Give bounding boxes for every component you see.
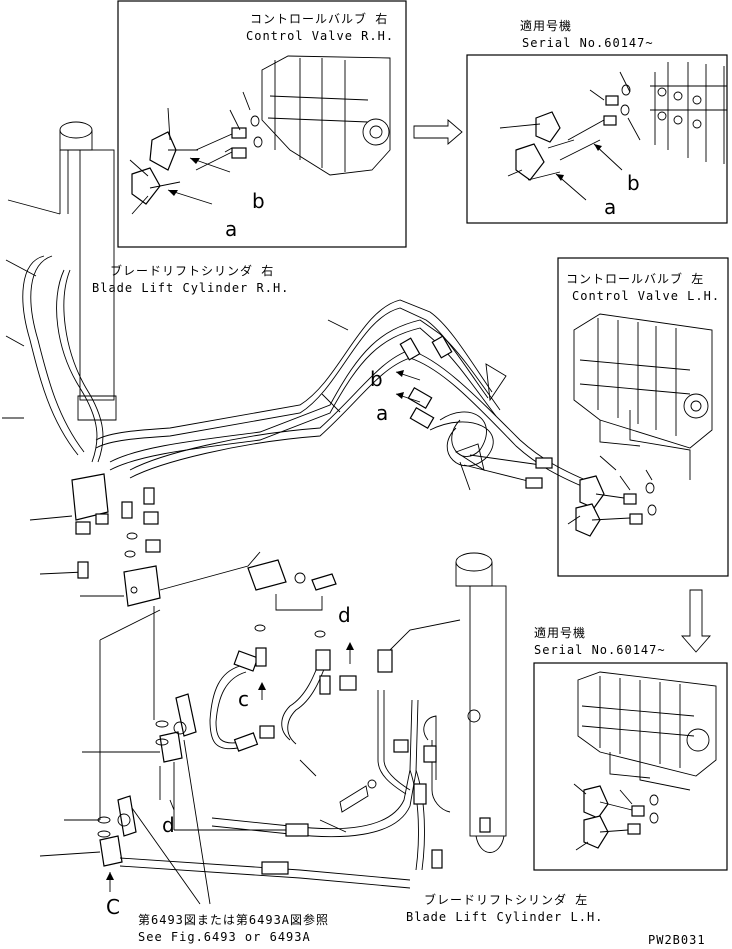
callout-a: a [604,195,616,219]
leader-lines [129,91,251,215]
bolt [339,785,369,813]
callout-arrows [159,766,175,811]
callout-b: b [627,171,640,195]
detail-title-jp: コントロールバルブ 右 [250,11,388,26]
detail-frame [117,0,407,248]
tube-bottom-long [119,857,411,889]
valve-tubes-lh [599,410,691,480]
leader-lines-left [2,199,124,597]
callout-arrows [555,143,623,201]
upper-fittings [121,487,161,558]
cylinder-rh-label-en: Blade Lift Cylinder R.H. [92,281,289,295]
tube-upper-right [389,619,461,651]
tube-upper-pair-2 [109,319,501,471]
detail-frame [533,662,728,871]
leader-lines [499,71,641,177]
arrow-to-serial-variant-rh [413,119,463,145]
blade-lift-cylinder-lh [455,552,507,853]
detail-control-valve-lh: コントロールバルブ 左 Control Valve L.H. [557,257,729,577]
detail-title-jp: コントロールバルブ 左 [566,271,704,286]
leader-lines-center [321,319,471,491]
leader-lines [567,455,653,525]
control-valve-rh-variant-body [650,62,727,164]
detail-frame [557,257,729,577]
valve-fittings-rh [131,115,263,205]
tube-clamps [454,363,507,471]
tube-descending [409,769,425,871]
valve-fittings-lh [575,475,657,537]
valve-tubes-lh-variant [609,752,691,791]
leader-lines [299,759,347,833]
callout-d: d [338,603,351,627]
detail-frame [466,54,728,224]
reference-leader [131,739,211,905]
callout-b: b [370,367,383,391]
cylinder-lh-label-en: Blade Lift Cylinder L.H. [406,910,603,924]
main-piping-assembly: b a ブレードリフトシリンダ 右 Blade Lift Cylinder R.… [2,121,603,944]
control-valve-lh-variant-body [577,671,717,777]
tube-long-right [211,699,419,838]
drawing-id: PW2B031 [648,933,706,947]
hydraulic-block-lower [123,565,161,607]
blade-lift-cylinder-rh [59,121,117,421]
callout-arrows [261,644,351,700]
control-valve-rh-body [261,55,391,176]
callout-b: b [252,189,265,213]
serial-title-jp: 適用号機 [520,18,572,33]
callout-a: a [376,401,388,425]
detail-title-en: Control Valve L.H. [572,289,720,303]
tee-fitting-upper [155,693,197,763]
tube-horizontal-mid [173,762,300,831]
valve-fittings-lh-variant [583,785,659,849]
detail-serial-variant-lh: 適用号機 Serial No.60147~ [533,625,728,871]
serial-title-jp: 適用号機 [534,625,586,640]
center-valve-block [159,551,337,638]
callout-arrows [167,157,231,205]
hose-left-outer [22,255,85,456]
reference-label-jp: 第6493図または第6493A図参照 [138,912,329,927]
tee-fitting-lower [97,795,137,867]
tube-cyl-lh-elbow [423,715,451,813]
callout-c-upper: C [106,895,120,919]
tube-d [281,659,327,745]
detail-control-valve-rh: コントロールバルブ 右 Control Valve R.H. b a [117,0,407,248]
cylinder-lh-label-jp: ブレードリフトシリンダ 左 [424,892,588,907]
tube-lower-pair [129,349,601,493]
detail-title-en: Control Valve R.H. [246,29,394,43]
leader-lines-bottom-left [39,751,160,857]
cylinder-rh-label-jp: ブレードリフトシリンダ 右 [110,263,274,278]
serial-title-en: Serial No.60147~ [534,643,666,657]
serial-title-en: Serial No.60147~ [522,36,654,50]
hydraulic-block-upper [71,473,109,579]
leader-lines [573,783,633,851]
callout-c: c [238,687,249,711]
tube-c [209,665,247,750]
callout-d: d [162,813,175,837]
vertical-tubes-left [99,606,161,820]
callout-a: a [225,217,237,241]
reference-label-en: See Fig.6493 or 6493A [138,930,311,944]
control-valve-lh-body [573,313,713,449]
tube-upper-pair-1 [95,299,493,449]
arrow-to-serial-variant-lh [681,589,711,653]
detail-serial-variant-rh: 適用号機 Serial No.60147~ b a [466,18,728,224]
tube-loop [429,411,494,467]
tube-to-cyl-lh [377,690,411,795]
valve-fittings-rh-variant [515,84,631,181]
hose-left-inner [56,269,104,463]
